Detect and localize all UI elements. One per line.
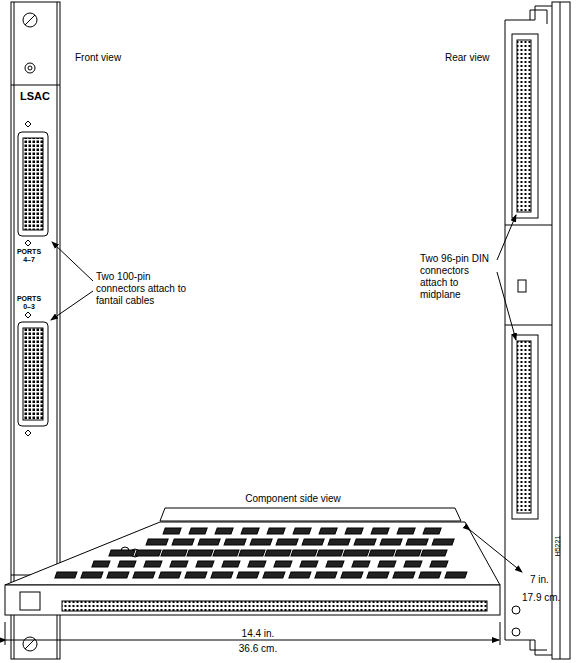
chip-symbol xyxy=(198,539,220,545)
chip-symbol xyxy=(393,572,415,578)
chip-symbol xyxy=(378,561,396,567)
chip-symbol xyxy=(445,572,467,578)
chip-symbol xyxy=(211,572,233,578)
chip-symbol xyxy=(81,572,103,578)
chip-symbol xyxy=(109,550,135,556)
panel-label: LSAC xyxy=(12,90,58,102)
chip-symbol xyxy=(237,572,259,578)
chip-symbol xyxy=(187,550,213,556)
callout-text: Two 100-pin connectors attach to fantail… xyxy=(96,271,196,307)
chip-symbol xyxy=(369,550,395,556)
chip-symbol xyxy=(239,550,265,556)
callout-text: Two 96-pin DIN connectors attach to midp… xyxy=(420,253,496,301)
dimension-text: 17.9 cm. xyxy=(522,592,574,604)
chip-symbol xyxy=(404,561,422,567)
chip-symbol xyxy=(222,561,240,567)
view-title: Front view xyxy=(75,52,155,64)
chip-symbol xyxy=(354,539,376,545)
chip-symbol xyxy=(274,561,292,567)
text-patch: 36.6 cm. xyxy=(236,643,280,654)
chip-symbol xyxy=(302,539,324,545)
view-title: Rear view xyxy=(445,52,515,64)
chip-symbol xyxy=(263,572,285,578)
chip-symbol xyxy=(92,561,110,567)
chip-symbol xyxy=(185,572,207,578)
chip-symbol xyxy=(133,572,155,578)
chip-symbol xyxy=(159,572,181,578)
chip-symbol xyxy=(107,572,129,578)
chip-symbol xyxy=(118,561,136,567)
chip-symbol xyxy=(213,550,239,556)
text-patch: 14.4 in. xyxy=(239,628,278,639)
chip-symbol xyxy=(352,561,370,567)
chip-symbol xyxy=(146,539,168,545)
chip-symbol xyxy=(419,572,441,578)
chip-symbol xyxy=(319,528,337,534)
chip-symbol xyxy=(170,561,188,567)
chip-symbol xyxy=(196,561,214,567)
chip-symbol xyxy=(395,550,421,556)
chip-symbol xyxy=(241,528,259,534)
chip-symbol xyxy=(326,561,344,567)
chip-symbol xyxy=(380,539,402,545)
chip-symbol xyxy=(300,561,318,567)
chip-symbol xyxy=(267,528,285,534)
chip-symbol xyxy=(315,572,337,578)
chip-symbol xyxy=(397,528,415,534)
chip-symbol xyxy=(55,572,77,578)
chip-symbol xyxy=(276,539,298,545)
chip-symbol xyxy=(406,539,428,545)
chip-symbol xyxy=(224,539,246,545)
dimension-text: 7 in. xyxy=(530,574,570,586)
chip-symbol xyxy=(317,550,343,556)
port-label: PORTS 4–7 xyxy=(16,248,42,264)
chip-symbol xyxy=(289,572,311,578)
chip-symbol xyxy=(345,528,363,534)
chip-symbol xyxy=(341,572,363,578)
chip-symbol xyxy=(293,528,311,534)
chip-symbol xyxy=(163,528,181,534)
chip-symbol xyxy=(135,550,161,556)
chip-symbol xyxy=(291,550,317,556)
chip-symbol xyxy=(215,528,233,534)
chip-symbol xyxy=(328,539,350,545)
chip-symbol xyxy=(423,528,441,534)
chip-symbol xyxy=(161,550,187,556)
dimension-text: 14.4 in. xyxy=(228,628,288,640)
dimension-text: 36.6 cm. xyxy=(228,643,288,655)
chip-symbol xyxy=(421,550,447,556)
chip-symbol xyxy=(265,550,291,556)
chip-symbol xyxy=(432,539,454,545)
chip-symbol xyxy=(189,528,207,534)
chip-symbol xyxy=(367,572,389,578)
figure-number: H5221 xyxy=(552,526,564,566)
view-title: Component side view xyxy=(228,493,358,505)
chip-symbol xyxy=(172,539,194,545)
chip-symbol xyxy=(144,561,162,567)
chip-symbol xyxy=(343,550,369,556)
chip-symbol xyxy=(430,561,448,567)
port-label: PORTS 0–3 xyxy=(16,295,42,311)
chip-symbol xyxy=(250,539,272,545)
chip-symbol xyxy=(371,528,389,534)
chip-symbol xyxy=(248,561,266,567)
